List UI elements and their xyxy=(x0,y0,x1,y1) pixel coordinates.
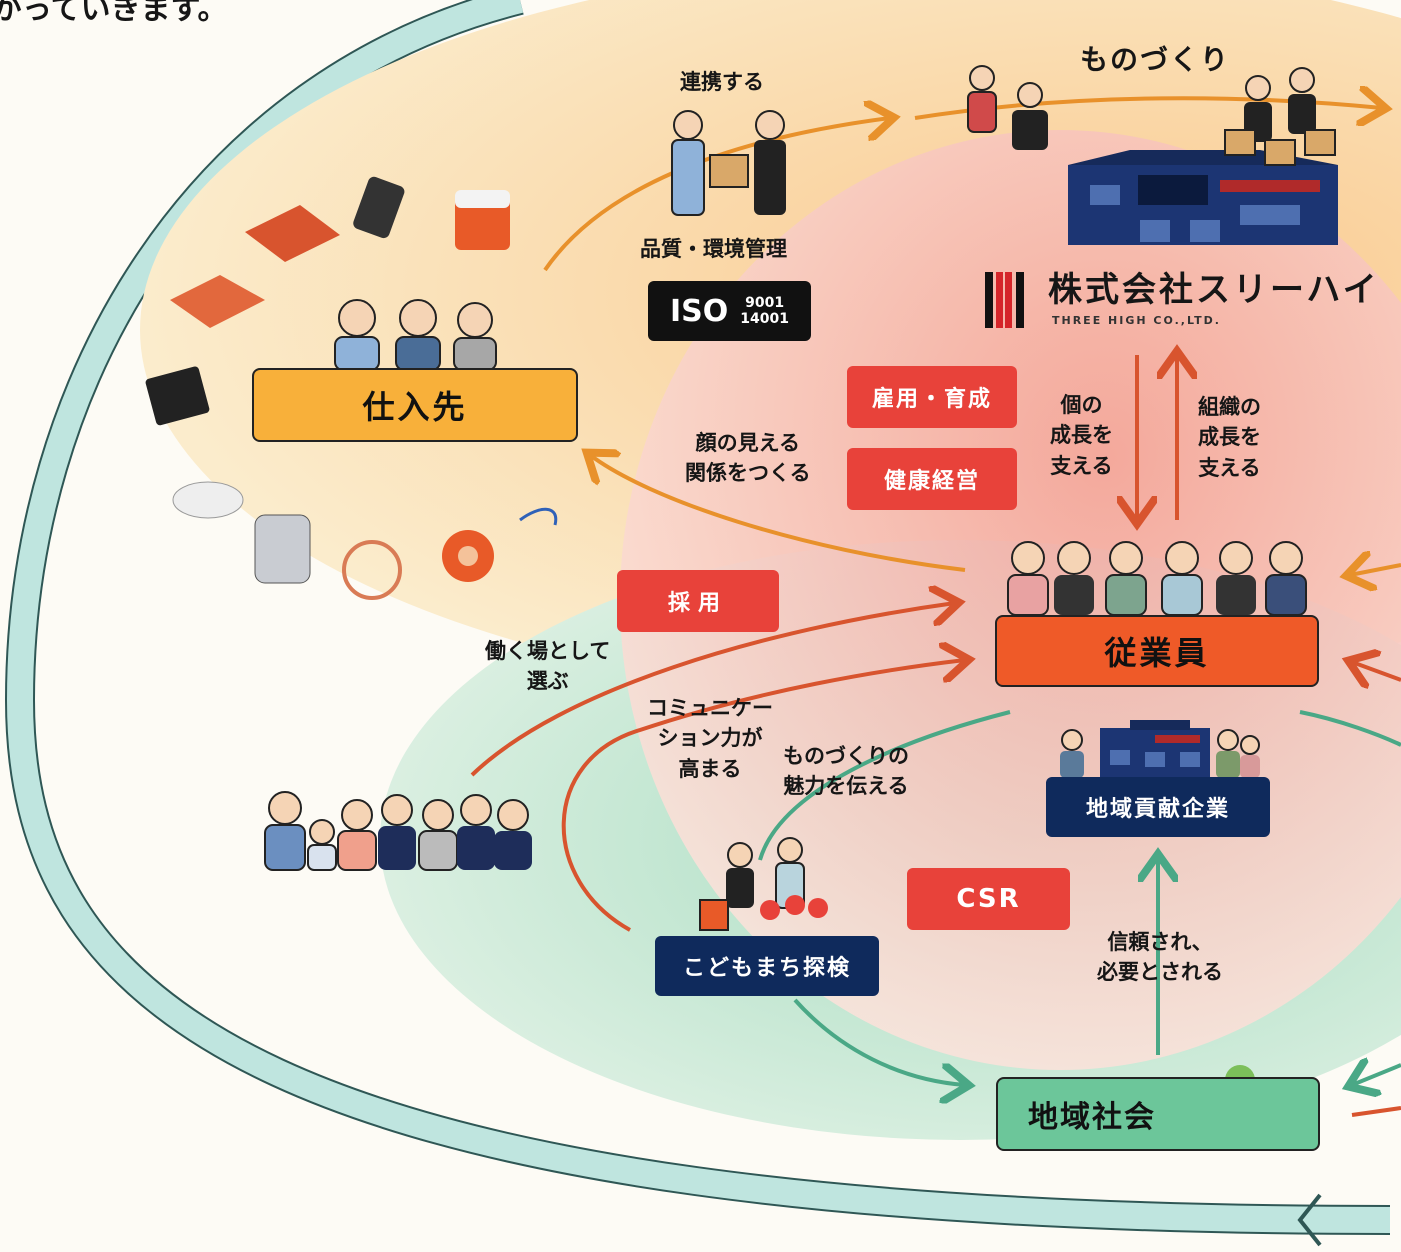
label-communication: コミュニケー ション力が 高まる xyxy=(647,696,773,781)
employee-people xyxy=(1007,541,1307,616)
label-trusted: 信頼され、 必要とされる xyxy=(1097,930,1223,985)
arrow-choose-workplace xyxy=(470,603,955,777)
label-appeal: ものづくりの 魅力を伝える xyxy=(783,744,909,799)
label-choose-workplace: 働く場として 選ぶ xyxy=(485,639,611,694)
recruitment-badge: 採用 xyxy=(617,570,779,632)
arrow-right-lower xyxy=(1299,710,1401,747)
company-name: 株式会社スリーハイ xyxy=(1048,270,1380,310)
arrow-communication xyxy=(561,660,965,932)
supplier-workers xyxy=(334,299,497,371)
local-society-box: 地域社会 xyxy=(996,1077,1320,1151)
health-management-badge: 健康経営 xyxy=(847,448,1017,510)
handshake-illustration xyxy=(671,110,786,216)
three-high-logo-mark xyxy=(985,272,1024,328)
hiring-training-badge: 雇用・育成 xyxy=(847,366,1017,428)
kids-town-box: こどもまち探検 xyxy=(655,936,879,996)
iso-14001: 14001 xyxy=(740,311,789,327)
kids-town-illustration xyxy=(699,837,828,931)
label-individual-growth: 個の 成長を 支える xyxy=(1050,393,1113,478)
product-illustrations xyxy=(145,176,558,600)
community-company-box: 地域貢献企業 xyxy=(1046,777,1270,837)
csr-badge: CSR xyxy=(907,868,1070,930)
community-building-illustration xyxy=(1100,720,1210,778)
monozukuri-people xyxy=(967,65,1336,166)
label-relationship: 顔の見える 関係をつくる xyxy=(685,431,811,486)
iso-badge: ISO 9001 14001 xyxy=(648,281,811,341)
iso-label: ISO xyxy=(670,293,729,329)
arrow-right-mid xyxy=(1352,662,1401,680)
headquarters-building-illustration xyxy=(1068,150,1338,245)
iso-9001: 9001 xyxy=(745,294,785,311)
header-partial-text: がっていきます。 xyxy=(0,0,228,27)
job-seeker-people xyxy=(264,791,532,871)
iso-standards: 9001 14001 xyxy=(740,295,789,327)
arrow-employee-community xyxy=(758,710,1011,861)
local-society-label: 地域社会 xyxy=(1028,1100,1156,1135)
arrow-kids-society xyxy=(793,998,965,1085)
supplier-box: 仕入先 xyxy=(252,368,578,442)
arrow-relationship xyxy=(590,455,966,572)
label-org-growth: 組織の 成長を 支える xyxy=(1198,395,1261,480)
community-people xyxy=(1060,729,1260,778)
label-quality-environment: 品質・環境管理 xyxy=(640,237,787,261)
arrow-right-upper xyxy=(1350,565,1401,575)
label-monozukuri: ものづくり xyxy=(1080,43,1231,76)
people-illustrations xyxy=(264,65,1336,931)
employee-box: 従業員 xyxy=(995,615,1319,687)
company-name-en: THREE HIGH CO.,LTD. xyxy=(1052,314,1221,327)
label-collaborate: 連携する xyxy=(680,70,764,94)
